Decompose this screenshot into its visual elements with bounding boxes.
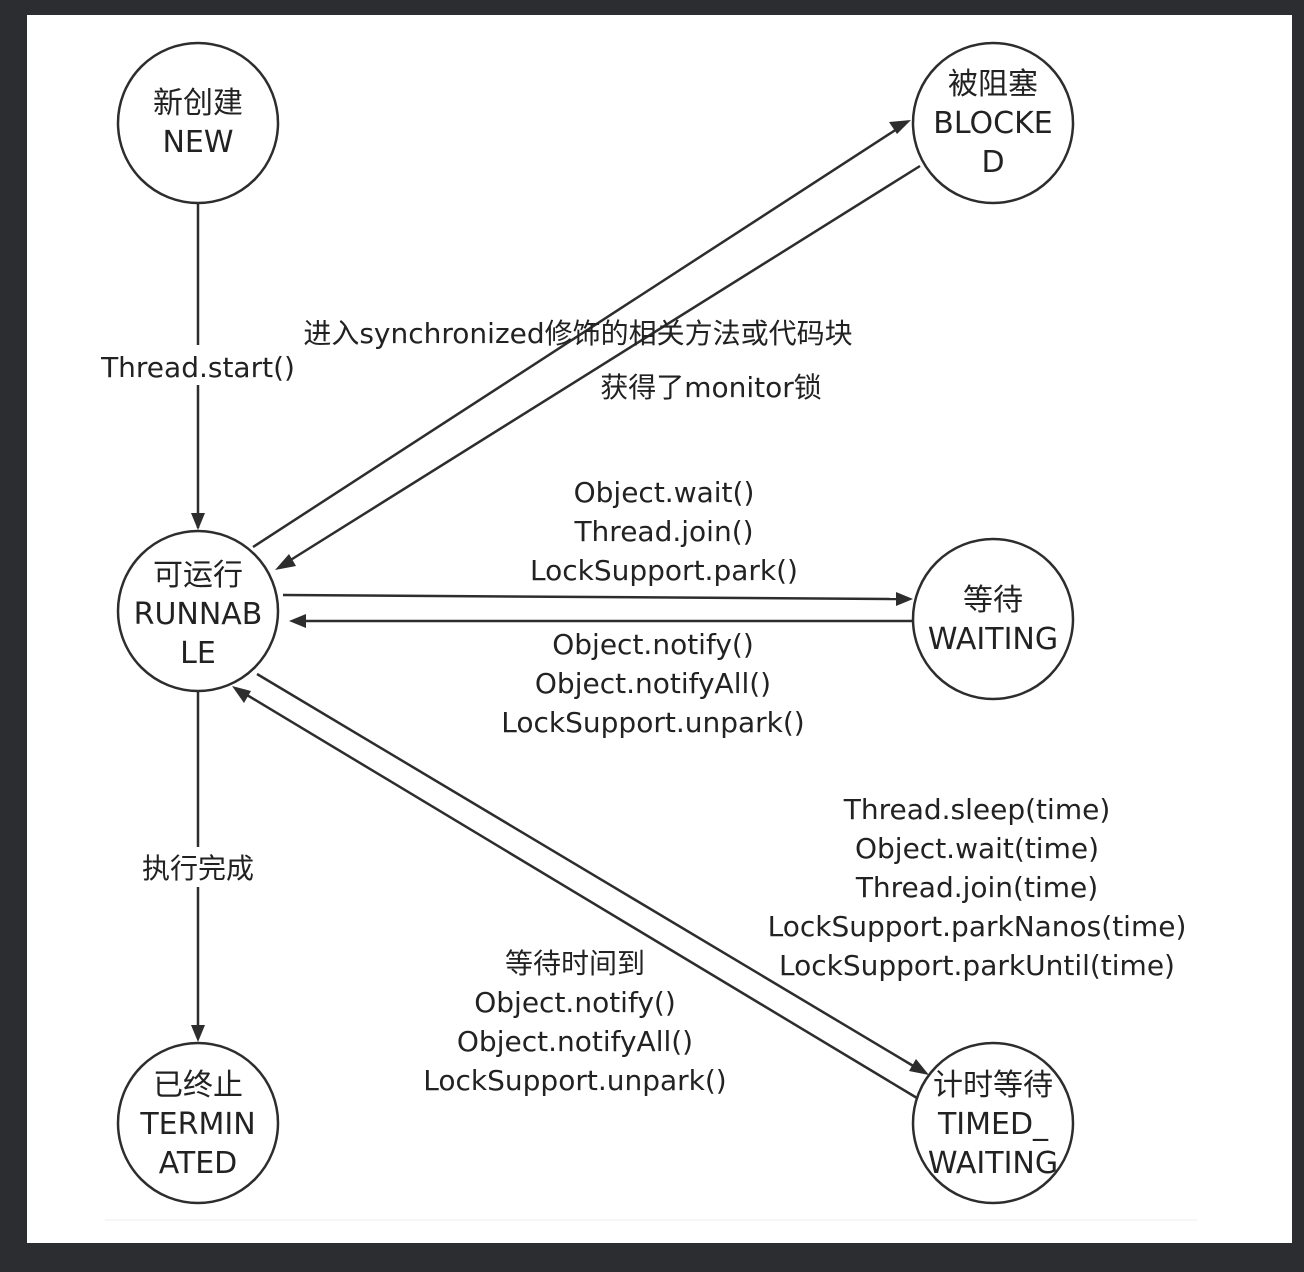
state-waiting: 等待 WAITING: [911, 537, 1075, 701]
state-new: 新创建 NEW: [116, 41, 280, 205]
state-blocked-line2: BLOCKE: [933, 106, 1052, 141]
label-runnable-to-waiting: Object.wait() Thread.join() LockSupport.…: [530, 476, 798, 587]
label-runnable-to-timed-waiting-line4: LockSupport.parkNanos(time): [768, 910, 1187, 943]
label-waiting-to-runnable-line3: LockSupport.unpark(): [501, 706, 804, 739]
label-runnable-to-timed-waiting-line1: Thread.sleep(time): [843, 793, 1111, 826]
state-runnable-line1: 可运行: [153, 558, 243, 593]
label-got-monitor-lock: 获得了monitor锁: [600, 371, 822, 404]
state-new-line1: 新创建: [153, 86, 243, 121]
edge-runnable-to-waiting: [282, 592, 913, 606]
label-waiting-to-runnable-line2: Object.notifyAll(): [535, 667, 771, 700]
label-thread-start-line1: Thread.start(): [100, 351, 295, 384]
edge-waiting-to-runnable: [289, 614, 913, 628]
label-timed-waiting-to-runnable: 等待时间到 Object.notify() Object.notifyAll()…: [423, 947, 726, 1097]
label-runnable-to-timed-waiting: Thread.sleep(time) Object.wait(time) Thr…: [768, 793, 1187, 982]
state-terminated: 已终止 TERMIN ATED: [116, 1041, 280, 1205]
label-execution-complete-line1: 执行完成: [142, 852, 254, 885]
edge-blocked-to-runnable: [275, 164, 921, 570]
state-diagram: 新创建 NEW 被阻塞 BLOCKE D 可运行 RUNNAB LE 等待 WA…: [100, 41, 1197, 1221]
state-waiting-line1: 等待: [963, 583, 1023, 618]
state-timed-waiting-line2: TIMED_: [937, 1107, 1049, 1142]
state-terminated-line2: TERMIN: [139, 1107, 255, 1142]
label-waiting-to-runnable: Object.notify() Object.notifyAll() LockS…: [501, 628, 804, 739]
state-terminated-line3: ATED: [159, 1146, 238, 1181]
state-timed-waiting: 计时等待 TIMED_ WAITING: [911, 1041, 1075, 1205]
state-new-line2: NEW: [162, 125, 233, 160]
state-blocked-line1: 被阻塞: [948, 67, 1038, 102]
label-timed-waiting-to-runnable-line3: Object.notifyAll(): [457, 1025, 693, 1058]
edge-runnable-to-timed-waiting: [256, 672, 929, 1075]
label-timed-waiting-to-runnable-line2: Object.notify(): [474, 986, 676, 1019]
label-enter-synchronized-line1: 进入synchronized修饰的相关方法或代码块: [303, 317, 852, 350]
state-timed-waiting-line3: WAITING: [928, 1146, 1058, 1181]
diagram-canvas: 新创建 NEW 被阻塞 BLOCKE D 可运行 RUNNAB LE 等待 WA…: [27, 15, 1292, 1243]
state-timed-waiting-line1: 计时等待: [933, 1068, 1053, 1103]
label-runnable-to-waiting-line3: LockSupport.park(): [530, 554, 798, 587]
state-runnable-line2: RUNNAB: [134, 597, 263, 632]
label-waiting-to-runnable-line1: Object.notify(): [552, 628, 754, 661]
label-runnable-to-waiting-line1: Object.wait(): [574, 476, 755, 509]
state-runnable-line3: LE: [180, 636, 216, 671]
state-blocked-line3: D: [981, 145, 1004, 180]
state-runnable: 可运行 RUNNAB LE: [116, 529, 280, 693]
label-got-monitor-lock-line1: 获得了monitor锁: [600, 371, 822, 404]
label-thread-start: Thread.start(): [100, 345, 297, 385]
label-execution-complete: 执行完成: [133, 847, 263, 887]
label-enter-synchronized: 进入synchronized修饰的相关方法或代码块: [303, 317, 852, 350]
label-timed-waiting-to-runnable-line4: LockSupport.unpark(): [423, 1064, 726, 1097]
label-runnable-to-waiting-line2: Thread.join(): [573, 515, 753, 548]
label-runnable-to-timed-waiting-line2: Object.wait(time): [855, 832, 1099, 865]
state-waiting-line2: WAITING: [928, 622, 1058, 657]
state-terminated-line1: 已终止: [153, 1068, 243, 1103]
state-blocked: 被阻塞 BLOCKE D: [911, 41, 1075, 205]
label-timed-waiting-to-runnable-line1: 等待时间到: [505, 947, 645, 980]
label-runnable-to-timed-waiting-line3: Thread.join(time): [855, 871, 1098, 904]
label-runnable-to-timed-waiting-line5: LockSupport.parkUntil(time): [779, 949, 1175, 982]
edge-timed-waiting-to-runnable: [232, 686, 918, 1100]
edge-runnable-to-blocked: [252, 120, 911, 549]
